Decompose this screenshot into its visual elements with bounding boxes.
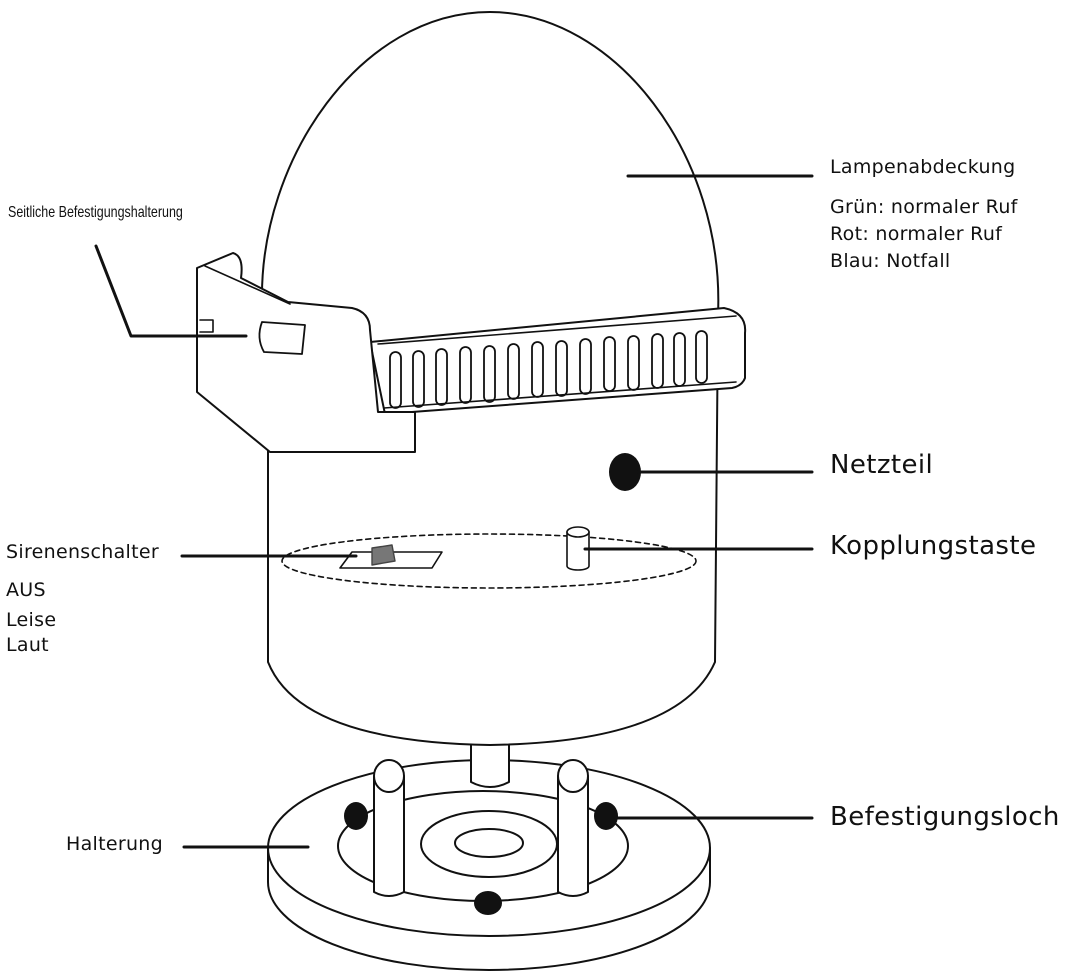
label-siren-off: AUS xyxy=(6,579,46,601)
label-lamp-blue: Blau: Notfall xyxy=(830,250,951,272)
siren-switch-drawing xyxy=(339,544,443,569)
leader-lines xyxy=(94,174,814,849)
label-power: Netzteil xyxy=(830,450,934,480)
label-mount: Halterung xyxy=(66,833,164,855)
mount-hole-right xyxy=(594,802,618,830)
label-lamp-red: Rot: normaler Ruf xyxy=(830,223,1003,245)
label-side-bracket: Seitliche Befestigungshalterung xyxy=(8,204,183,221)
mount-base xyxy=(267,739,711,971)
label-mount-hole: Befestigungsloch xyxy=(830,802,1060,832)
power-port xyxy=(609,453,641,491)
mount-hole-left xyxy=(344,802,368,830)
side-bracket xyxy=(196,252,416,453)
label-siren-loud: Laut xyxy=(6,634,49,656)
pairing-button-drawing xyxy=(566,526,590,571)
mount-hole-front xyxy=(474,891,502,915)
label-siren-switch: Sirenenschalter xyxy=(6,541,159,563)
label-lamp-green: Grün: normaler Ruf xyxy=(830,196,1018,218)
label-lamp-cover: Lampenabdeckung xyxy=(830,156,1016,178)
label-siren-quiet: Leise xyxy=(6,609,57,631)
label-pairing: Kopplungstaste xyxy=(830,531,1037,561)
strap xyxy=(369,307,747,415)
